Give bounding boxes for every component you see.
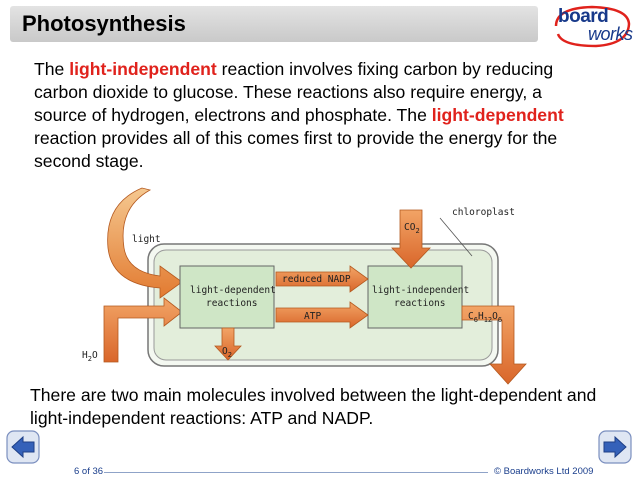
oxygen-arrow bbox=[214, 327, 242, 361]
para1-text-b: reaction involves fixing carbon by reduc… bbox=[34, 59, 554, 125]
previous-slide-button[interactable] bbox=[6, 430, 40, 464]
box1-line1: light-dependent bbox=[190, 285, 276, 296]
copyright-notice: © Boardworks Ltd 2009 bbox=[494, 466, 594, 477]
light-arrow bbox=[107, 187, 183, 299]
summary-paragraph: There are two main molecules involved be… bbox=[30, 385, 597, 428]
logo-swirl-icon bbox=[554, 5, 631, 48]
light-label: light bbox=[132, 234, 161, 245]
chloroplast-label: chloroplast bbox=[452, 207, 515, 218]
para1-text-c: reaction provides all of this comes firs… bbox=[34, 128, 558, 171]
box1-line2: reactions bbox=[206, 298, 257, 309]
highlight-light-independent: light-independent bbox=[69, 59, 217, 79]
right-arrow-icon bbox=[598, 430, 632, 464]
light-dependent-box bbox=[179, 265, 275, 329]
left-arrow-icon bbox=[6, 430, 40, 464]
logo-word-board: board bbox=[558, 6, 609, 27]
atp-arrow bbox=[275, 301, 369, 329]
atp-label: ATP bbox=[304, 311, 321, 322]
box2-line2: reactions bbox=[394, 298, 445, 309]
slide-title: Photosynthesis bbox=[22, 11, 186, 36]
next-slide-button[interactable] bbox=[598, 430, 632, 464]
logo-word-works: works bbox=[588, 24, 633, 44]
highlight-light-dependent: light-dependent bbox=[431, 105, 564, 125]
boardworks-logo: board works bbox=[552, 4, 633, 48]
footer-divider bbox=[104, 472, 488, 473]
intro-paragraph: The light-independent reaction involves … bbox=[34, 58, 594, 173]
box2-line1: light-independent bbox=[372, 285, 469, 296]
co2-arrow bbox=[391, 209, 431, 269]
glucose-arrow bbox=[461, 305, 527, 385]
water-arrow bbox=[103, 297, 183, 363]
nadp-arrow bbox=[275, 265, 369, 293]
oxygen-label: O2 bbox=[222, 346, 232, 359]
light-independent-box bbox=[367, 265, 463, 329]
page-counter: 6 of 36 bbox=[74, 466, 104, 477]
title-bar: Photosynthesis bbox=[10, 6, 538, 42]
water-label: H2O bbox=[82, 350, 98, 363]
nadp-label: reduced NADP bbox=[282, 274, 351, 285]
co2-label: CO2 bbox=[404, 222, 420, 235]
glucose-label: C6H12O6 bbox=[468, 311, 502, 324]
para1-text-a: The bbox=[34, 59, 70, 79]
